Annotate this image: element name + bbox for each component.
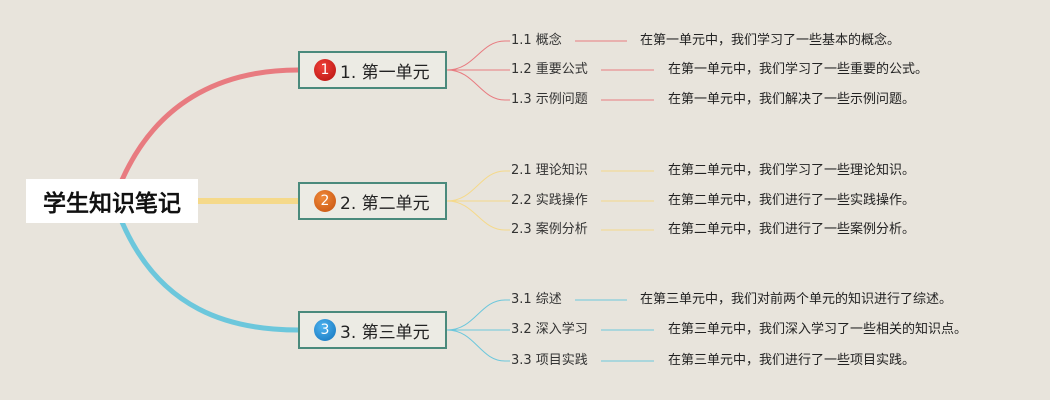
unit-label: 2. 第二单元	[340, 193, 430, 214]
connector-root-unit3	[119, 219, 301, 333]
topic-1-1[interactable]: 1.1 概念	[511, 33, 562, 48]
unit3-topic-connectors	[446, 299, 654, 362]
topic-2-3[interactable]: 2.3 案例分析	[511, 222, 588, 237]
connector-root-unit1	[119, 67, 301, 183]
note-3-1[interactable]: 在第三单元中，我们对前两个单元的知识进行了综述。	[640, 292, 953, 307]
note-3-2[interactable]: 在第三单元中，我们深入学习了一些相关的知识点。	[668, 322, 968, 337]
topic-2-2[interactable]: 2.2 实践操作	[511, 193, 588, 208]
topic-2-1[interactable]: 2.1 理论知识	[511, 163, 588, 178]
unit-node-3[interactable]: 3 3. 第三单元	[298, 311, 447, 349]
unit-node-2[interactable]: 2 2. 第二单元	[298, 182, 447, 220]
note-1-1[interactable]: 在第一单元中，我们学习了一些基本的概念。	[640, 33, 901, 48]
topic-1-3[interactable]: 1.3 示例问题	[511, 92, 588, 107]
note-2-3[interactable]: 在第二单元中，我们进行了一些案例分析。	[668, 222, 916, 237]
topic-1-2[interactable]: 1.2 重要公式	[511, 62, 588, 77]
unit-label: 1. 第一单元	[340, 62, 430, 83]
topic-3-1[interactable]: 3.1 综述	[511, 292, 562, 307]
unit2-topic-connectors	[446, 170, 654, 231]
unit-node-1[interactable]: 1 1. 第一单元	[298, 51, 447, 89]
topic-3-2[interactable]: 3.2 深入学习	[511, 322, 588, 337]
note-2-2[interactable]: 在第二单元中，我们进行了一些实践操作。	[668, 193, 916, 208]
root-node[interactable]: 学生知识笔记	[26, 179, 198, 223]
unit-label: 3. 第三单元	[340, 322, 430, 343]
note-2-1[interactable]: 在第二单元中，我们学习了一些理论知识。	[668, 163, 916, 178]
priority-3-icon: 3	[314, 319, 336, 341]
topic-3-3[interactable]: 3.3 项目实践	[511, 353, 588, 368]
unit1-topic-connectors	[446, 40, 654, 101]
root-title: 学生知识笔记	[43, 191, 181, 217]
note-1-2[interactable]: 在第一单元中，我们学习了一些重要的公式。	[668, 62, 929, 77]
priority-2-icon: 2	[314, 190, 336, 212]
note-1-3[interactable]: 在第一单元中，我们解决了一些示例问题。	[668, 92, 916, 107]
priority-1-icon: 1	[314, 59, 336, 81]
note-3-3[interactable]: 在第三单元中，我们进行了一些项目实践。	[668, 353, 916, 368]
